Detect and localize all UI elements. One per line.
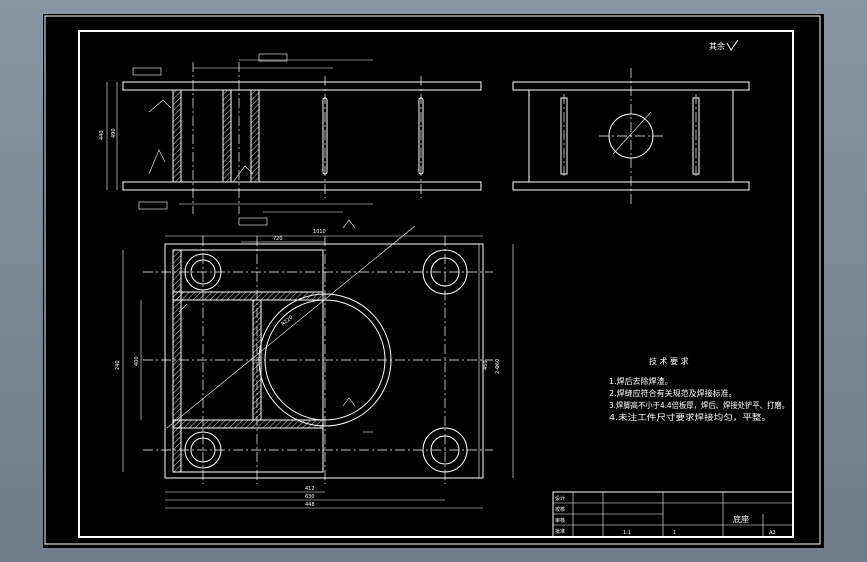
title-row-4: 批准 (555, 528, 565, 535)
title-block: 设计 校核 审核 批准 底座 1:1 1 A2 (552, 491, 794, 538)
tech-item-2: 2.焊缝应符合有关规范及焊接标准。 (609, 388, 737, 398)
outer-frame (44, 15, 821, 545)
cad-drawing: 其余 440 490 (44, 15, 821, 545)
title-qty: 1 (673, 530, 676, 536)
inner-frame (78, 30, 794, 538)
dim-bottom-1: 412 (305, 486, 315, 492)
front-view: 440 490 (99, 53, 482, 226)
dim-bottom-2: 630 (305, 494, 315, 500)
dim-bottom-3: 448 (305, 502, 315, 508)
dim-top-left-1: 440 (99, 130, 105, 140)
side-view (512, 68, 750, 206)
dim-plan-len-1: 720 (273, 236, 283, 242)
dim-plan-side: 240 (115, 360, 121, 370)
title-row-3: 审核 (555, 517, 565, 524)
dim-top-left-2: 490 (111, 128, 117, 138)
title-row-2: 校核 (555, 506, 565, 513)
tech-item-3: 3.焊脚高不小于4.4倍板厚，焊后、焊接处铲平、打磨。 (609, 400, 789, 410)
dim-plan-side-2: 400 (134, 356, 140, 366)
roughness-note: 其余 (709, 41, 725, 51)
roughness-icon (726, 39, 739, 51)
title-sheet: A2 (769, 530, 776, 536)
title-row-1: 设计 (555, 495, 565, 502)
dim-radius: R220 (280, 315, 294, 328)
cad-viewport[interactable]: 其余 440 490 (43, 14, 824, 548)
dim-plan-len-2: 450 (483, 360, 489, 370)
title-scale: 1:1 (623, 530, 631, 536)
tech-item-1: 1.焊后去除焊渣。 (609, 376, 673, 386)
title-name: 底座 (733, 514, 749, 524)
dim-hole-dia: 2-Φ60 (495, 359, 501, 374)
dim-plan-width: 1010 (313, 229, 326, 235)
tech-item-4: 4.未注工件尺寸要求焊接均匀，平整。 (609, 412, 771, 422)
tech-title: 技 术 要 求 (649, 356, 689, 366)
plan-view: 1010 720 240 400 450 412 630 448 2-Φ60 R… (115, 219, 514, 509)
